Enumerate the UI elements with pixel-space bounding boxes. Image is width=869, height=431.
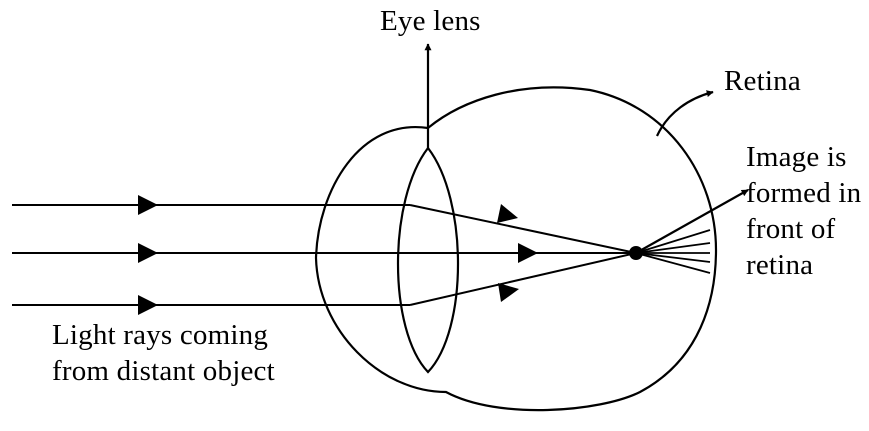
ray-diverge-4 — [635, 252, 711, 263]
image-label-line4: retina — [746, 249, 814, 281]
ray-middle-arrowhead — [138, 243, 158, 263]
image-label-line2: formed in — [746, 177, 862, 209]
ray-middle-refracted-arrowhead — [518, 243, 538, 263]
image-label-line1: Image is — [746, 141, 847, 173]
light-rays-label-line1: Light rays coming — [52, 319, 269, 351]
retina-label: Retina — [724, 65, 801, 97]
image-label-line3: front of — [746, 213, 836, 245]
ray-bottom-arrowhead — [138, 295, 158, 315]
eyeball-outline — [314, 86, 718, 412]
ray-top-refracted — [409, 204, 637, 254]
eye-lens-shape — [396, 146, 460, 374]
ray-diverge-1 — [635, 229, 711, 254]
ray-top-arrowhead — [138, 195, 158, 215]
eye-lens-label: Eye lens — [380, 5, 481, 37]
ray-diverge-5 — [635, 252, 711, 274]
ray-diverge-2 — [635, 242, 711, 254]
retina-pointer — [656, 90, 714, 137]
ray-bottom-refracted-arrowhead — [498, 283, 519, 302]
image-pointer — [635, 189, 749, 254]
ray-bottom-refracted — [409, 252, 637, 306]
ray-top-refracted-arrowhead — [497, 204, 518, 223]
light-rays-label-line2: from distant object — [52, 355, 275, 387]
